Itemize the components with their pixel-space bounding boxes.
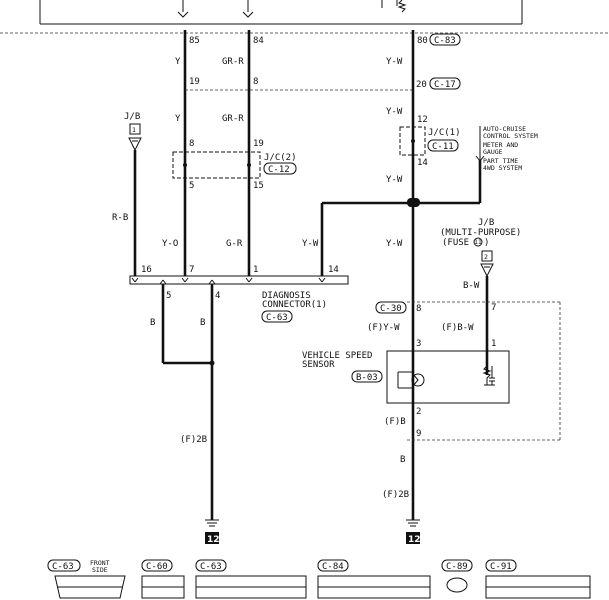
- front-side-label-1: FRONT: [90, 559, 110, 567]
- pin-16: 16: [141, 265, 152, 275]
- wire-label-b-3: B: [400, 455, 405, 465]
- wire-y-w: 80 C-83 Y-W 20 C-17 Y-W 12 J/C(1) C-11 1…: [386, 30, 461, 520]
- connector-c83: C-83: [434, 36, 456, 46]
- vehicle-speed-sensor: VEHICLE SPEED SENSOR B-03: [302, 350, 510, 404]
- pin-8-left: 8: [189, 139, 194, 149]
- wire-label-f-b-w: (F)B-W: [441, 323, 474, 333]
- outline-c60: C-60: [146, 562, 168, 572]
- pin-8-mid: 8: [253, 77, 258, 87]
- fuse-label: (FUSE: [442, 238, 469, 248]
- ground-12-left: 12: [207, 535, 220, 545]
- wire-label-y-2: Y: [175, 114, 181, 124]
- gauge-label: GAUGE: [483, 148, 503, 156]
- wire-label-b-1: B: [150, 318, 155, 328]
- ground-wires: B B (F)2B 12: [150, 284, 220, 545]
- fuse-close: ): [484, 238, 489, 248]
- connector-c17: C-17: [434, 80, 456, 90]
- splice-branch: Y-W 14: [302, 155, 485, 276]
- outline-c91: C-91: [490, 562, 512, 572]
- pin-19-mid: 19: [253, 139, 264, 149]
- pin-85: 85: [189, 36, 200, 46]
- outline-c63-1: C-63: [52, 562, 74, 572]
- pin-1-sensor: 1: [491, 339, 496, 349]
- meter-and-label: METER AND: [483, 141, 518, 149]
- pin-14-jc: 14: [417, 158, 428, 168]
- connector-b03: B-03: [356, 373, 378, 383]
- connector-c12: C-12: [268, 165, 290, 175]
- pin-5-left: 5: [189, 181, 194, 191]
- outline-c63-2: C-63: [200, 562, 222, 572]
- auto-cruise-label: AUTO-CRUISE: [483, 125, 526, 133]
- pin-15: 15: [253, 181, 264, 191]
- wire-label-g-r: G-R: [226, 239, 243, 249]
- fuse-number: 11: [474, 238, 482, 246]
- control-system-label: CONTROL SYSTEM: [483, 132, 538, 140]
- jb2-label: J/B: [478, 218, 494, 228]
- diag-connector-label: CONNECTOR(1): [262, 300, 327, 310]
- wire-label-f-2b-left: (F)2B: [180, 435, 207, 445]
- pin-20: 20: [416, 80, 427, 90]
- wire-label-y-w-2: Y-W: [386, 107, 403, 117]
- destination-systems: AUTO-CRUISE CONTROL SYSTEM METER AND GAU…: [479, 125, 538, 172]
- connector-c11: C-11: [432, 142, 454, 152]
- pin-2: 2: [416, 407, 421, 417]
- connector-outlines: C-63 FRONT SIDE C-60 C-63 C-84 C-89 C-91: [47, 559, 591, 599]
- wire-label-b-w: B-W: [463, 281, 480, 291]
- pin-3: 3: [416, 339, 421, 349]
- outline-c89: C-89: [446, 562, 468, 572]
- pin-84: 84: [253, 36, 264, 46]
- ground-12-right: 12: [408, 535, 421, 545]
- jb-multipurpose-fuse: J/B (MULTI-PURPOSE) (FUSE 11 ) 2 B-W 7 (…: [440, 218, 521, 375]
- connector-c30: C-30: [380, 304, 402, 314]
- wire-label-r-b: R-B: [112, 213, 128, 223]
- pin-80: 80: [417, 36, 428, 46]
- part-time-label: PART TIME: [483, 157, 518, 165]
- wire-label-f-y-w: (F)Y-W: [367, 323, 400, 333]
- pin-1-diag: 1: [253, 265, 258, 275]
- diagnosis-label: DIAGNOSIS: [262, 291, 311, 301]
- wire-label-y-w-4: Y-W: [386, 239, 403, 249]
- multi-purpose-label: (MULTI-PURPOSE): [440, 228, 521, 238]
- front-side-label-2: SIDE: [92, 566, 108, 574]
- wire-gr-r: GR-R GR-R 84 8 19 15 G-R 1: [222, 30, 264, 276]
- pin-14-diag: 14: [328, 265, 339, 275]
- jb-label: J/B: [124, 112, 140, 122]
- sensor-ground-wires: 2 (F)B 9 B (F)2B 12: [382, 407, 421, 545]
- pin-19-left: 19: [189, 77, 200, 87]
- wire-label-y-o: Y-O: [162, 239, 178, 249]
- connector-c63: C-63: [266, 313, 288, 323]
- outline-c84: C-84: [322, 562, 344, 572]
- 4wd-system-label: 4WD SYSTEM: [483, 164, 522, 172]
- pin-5-diag: 5: [166, 291, 171, 301]
- wire-label-y-w-1: Y-W: [386, 57, 403, 67]
- wire-label-gr-r: GR-R: [222, 57, 244, 67]
- wire-label-f-2b-right: (F)2B: [382, 490, 409, 500]
- jb2-fuse-number: 2: [484, 253, 488, 261]
- jb-fuse-1: J/B 1 R-B 16: [112, 112, 152, 276]
- pin-7: 7: [189, 265, 194, 275]
- jb-fuse-number: 1: [132, 126, 136, 134]
- pin-9: 9: [416, 429, 421, 439]
- top-frame: [0, 0, 609, 34]
- wire-label-b-2: B: [200, 318, 205, 328]
- wire-label-y-w-diag: Y-W: [302, 239, 319, 249]
- jc1-label: J/C(1): [428, 128, 461, 138]
- wire-label-y-w-3: Y-W: [386, 175, 403, 185]
- jc2-label: J/C(2): [264, 153, 297, 163]
- wire-label-gr-r-2: GR-R: [222, 114, 244, 124]
- wire-y: Y Y 85 19 8 5 Y-O 7: [162, 30, 200, 276]
- wire-label-f-b: (F)B: [384, 417, 406, 427]
- pin-7-sensor: 7: [491, 303, 496, 313]
- vehicle-speed-label: VEHICLE SPEED: [302, 351, 372, 361]
- pin-12: 12: [417, 115, 428, 125]
- sensor-label: SENSOR: [302, 360, 335, 370]
- pin-4: 4: [215, 291, 220, 301]
- junction-connector-2: J/C(2) C-12: [172, 151, 297, 179]
- pin-8-sensor: 8: [416, 304, 421, 314]
- wire-label-y: Y: [175, 57, 181, 67]
- connector-c30-box: C-30 8 (F)Y-W 3: [367, 301, 561, 441]
- diagnosis-connector: 5 4 DIAGNOSIS CONNECTOR(1) C-63: [129, 275, 349, 323]
